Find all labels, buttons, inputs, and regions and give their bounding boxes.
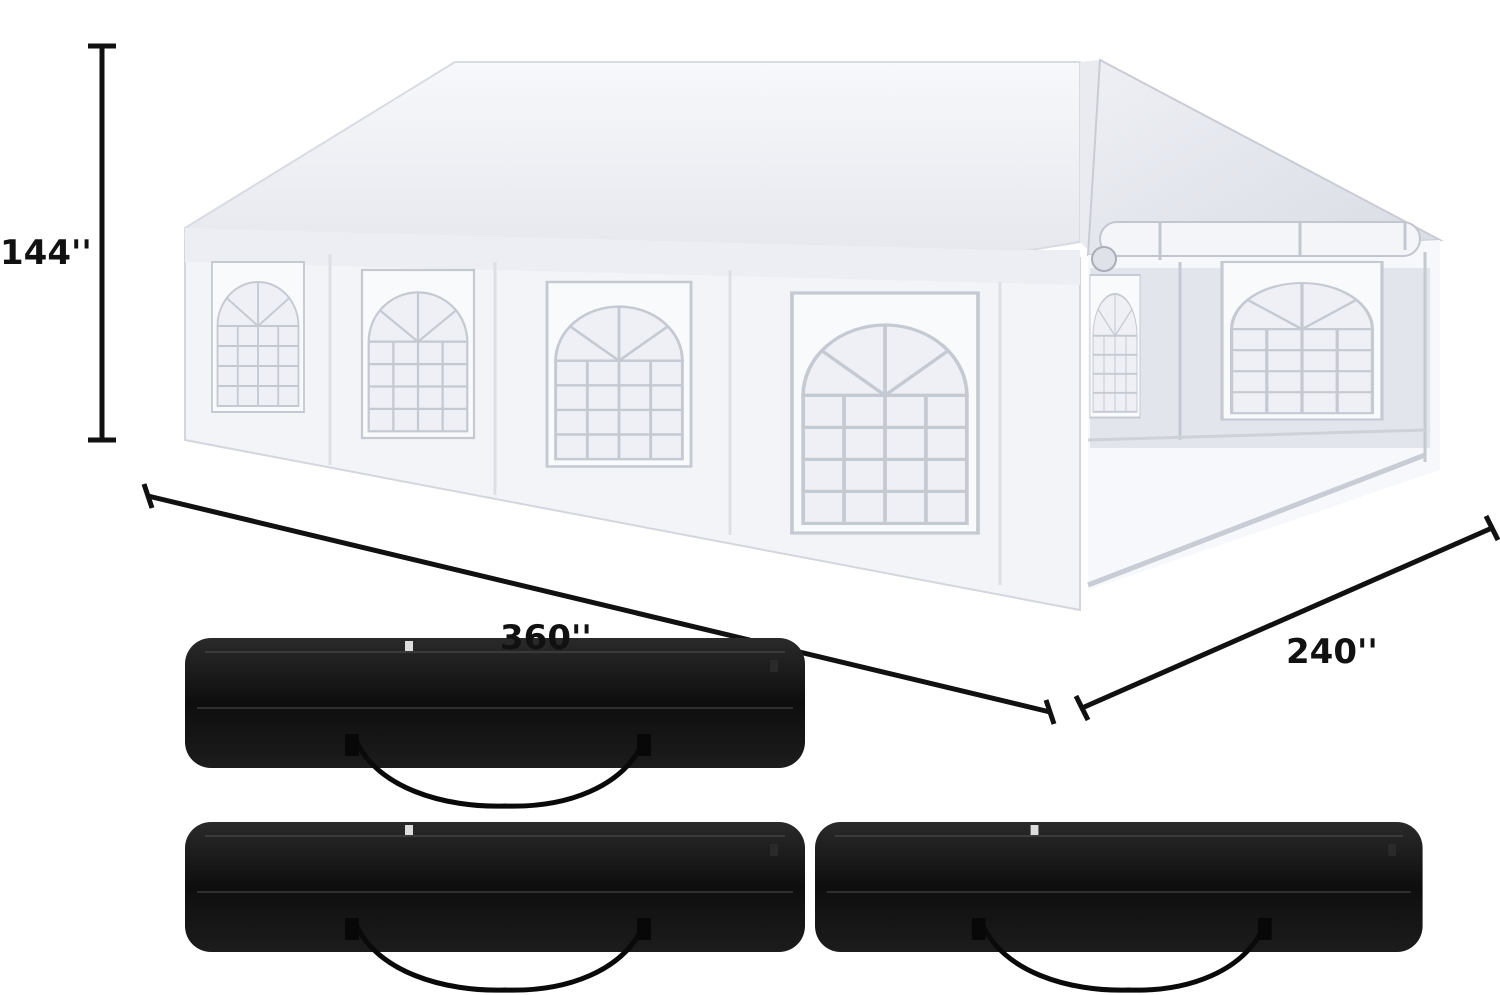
tent-roof xyxy=(184,61,1081,257)
storage-bags xyxy=(185,638,1423,990)
width-dimension-line xyxy=(1073,514,1500,722)
party-tent xyxy=(184,58,1444,612)
tent-window xyxy=(790,291,980,535)
storage-bag xyxy=(185,822,805,990)
tent-window xyxy=(545,280,693,468)
height-label: 144'' xyxy=(0,233,92,273)
tent-window xyxy=(360,268,476,440)
length-label: 360'' xyxy=(500,618,592,658)
tent-roof-ridge xyxy=(1080,60,1100,250)
tent-eave xyxy=(185,228,1080,285)
height-dimension-line xyxy=(88,43,116,443)
tent-open-end xyxy=(1087,221,1440,590)
storage-bag xyxy=(815,822,1423,990)
width-label: 240'' xyxy=(1286,632,1378,672)
storage-bag xyxy=(185,638,805,806)
tent-window xyxy=(211,261,305,413)
length-dimension-line xyxy=(141,483,1057,725)
